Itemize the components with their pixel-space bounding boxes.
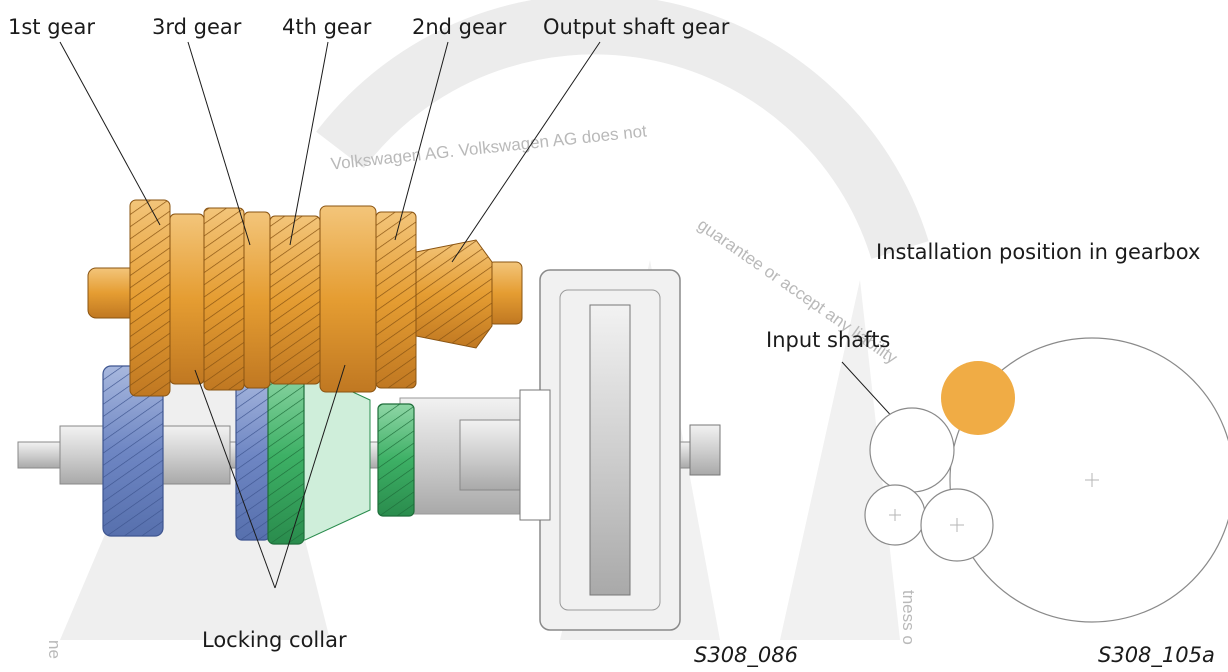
label-1st-gear: 1st gear xyxy=(8,15,95,39)
label-installation-position: Installation position in gearbox xyxy=(876,240,1201,264)
label-output-shaft-gear: Output shaft gear xyxy=(543,15,730,39)
label-2nd-gear: 2nd gear xyxy=(412,15,507,39)
label-3rd-gear: 3rd gear xyxy=(152,15,242,39)
figure-code-left: S308_086 xyxy=(694,643,798,667)
label-locking-collar: Locking collar xyxy=(202,628,347,652)
label-4th-gear: 4th gear xyxy=(282,15,372,39)
label-input-shafts: Input shafts xyxy=(766,328,891,352)
figure-code-right: S308_105a xyxy=(1098,643,1215,667)
